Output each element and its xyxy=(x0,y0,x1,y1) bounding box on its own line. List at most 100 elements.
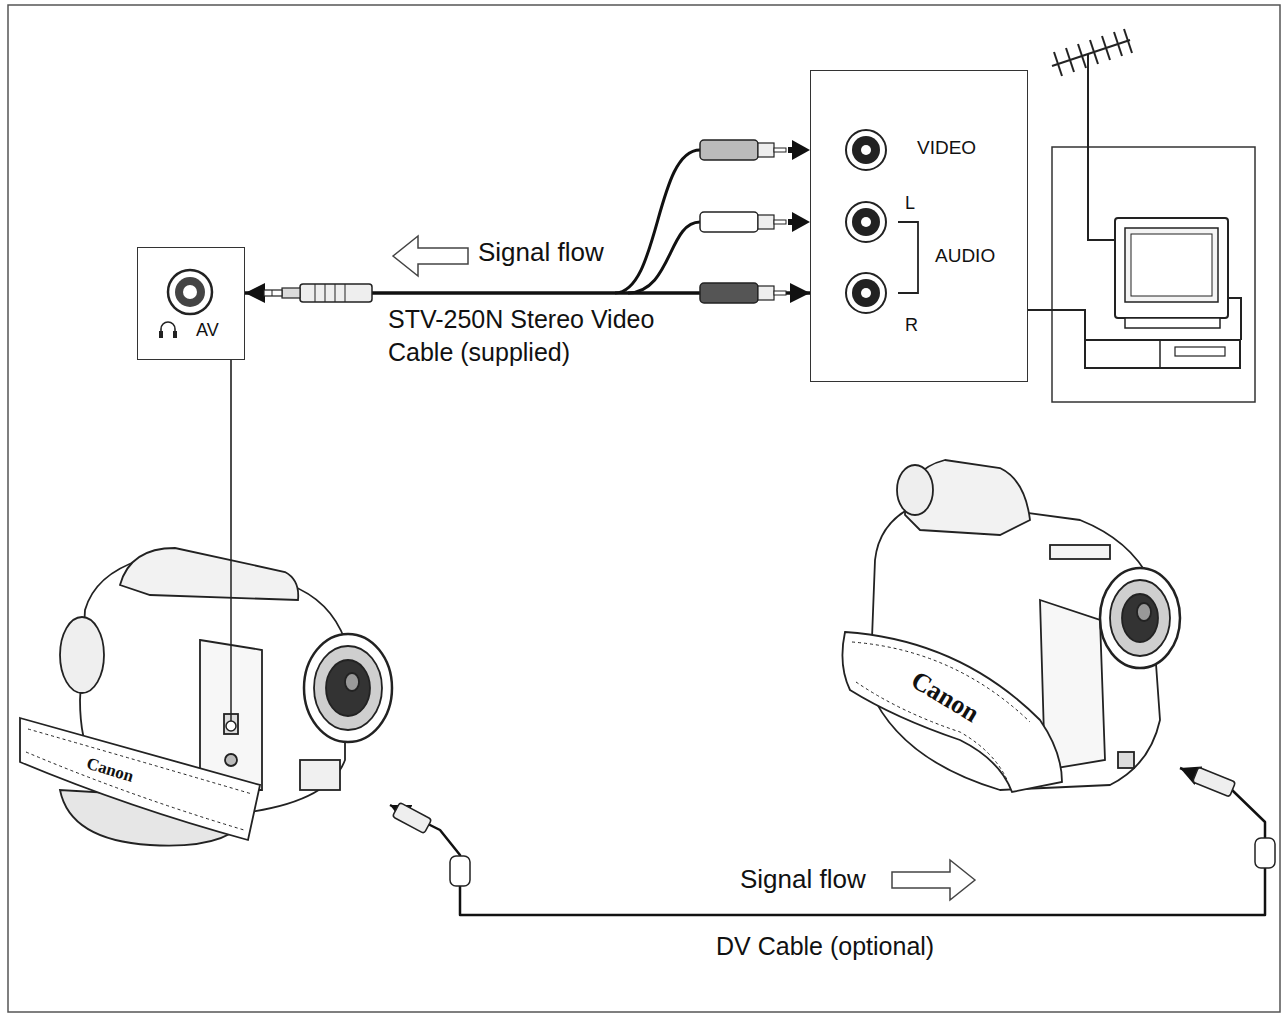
mini-plug xyxy=(300,284,372,302)
camcorder-part xyxy=(1050,545,1110,559)
camcorder-part xyxy=(300,760,340,790)
leader-line xyxy=(226,540,236,731)
terminal-label: R xyxy=(905,315,918,336)
camcorder-part xyxy=(326,660,370,716)
camcorder-part xyxy=(20,718,260,840)
headphone-symbol xyxy=(161,322,175,337)
dv-cable xyxy=(390,768,1265,915)
av-jack xyxy=(168,270,212,314)
headphone-symbol xyxy=(173,331,177,338)
rca-plug xyxy=(700,140,786,303)
camcorder-part xyxy=(897,465,933,515)
terminal-label: AUDIO xyxy=(935,245,995,267)
rca-branch-cable xyxy=(615,150,700,293)
headphone-symbol xyxy=(159,331,163,338)
camcorder-part xyxy=(1118,752,1134,768)
camcorder-outline xyxy=(20,548,392,846)
terminal-label: VIDEO xyxy=(917,137,976,159)
camcorder-outline xyxy=(842,460,1180,792)
cable-name: DV Cable (optional) xyxy=(716,930,996,963)
rca-jack xyxy=(852,136,880,164)
rca-plug xyxy=(774,291,786,295)
rca-jack xyxy=(846,130,886,170)
tv-vcr-set xyxy=(1052,147,1255,402)
dv-plug xyxy=(1255,838,1275,868)
dv-plug xyxy=(1192,767,1235,797)
antenna xyxy=(1090,40,1098,64)
rca-jack xyxy=(852,279,880,307)
av-terminal-box: AV xyxy=(137,247,245,360)
tv-vcr-set xyxy=(1028,310,1085,348)
insertion-arrow xyxy=(788,147,794,153)
camcorder-part xyxy=(200,640,262,790)
camcorder-part xyxy=(842,632,1062,792)
signal-flow-arrow xyxy=(393,236,468,276)
antenna xyxy=(1124,29,1132,53)
signal-flow-arrow xyxy=(892,860,975,900)
tv-vcr-set xyxy=(1115,218,1228,318)
frame xyxy=(8,5,1280,1012)
mini-plug xyxy=(335,284,336,302)
tv-vcr-set xyxy=(1085,340,1240,368)
camcorder-part xyxy=(314,646,382,730)
rca-jack xyxy=(846,202,886,242)
mini-plug xyxy=(272,290,273,296)
tv-vcr-set xyxy=(1125,228,1218,302)
rca-plug xyxy=(774,220,786,224)
mini-plug xyxy=(264,284,372,302)
av-jack xyxy=(175,277,205,307)
camcorder-part xyxy=(60,617,104,693)
dv-plug xyxy=(392,802,431,833)
camcorder-part xyxy=(120,548,298,600)
rca-jack xyxy=(852,208,880,236)
camcorder: Canon xyxy=(840,452,1180,792)
insertion-arrow xyxy=(792,140,810,160)
tv-vcr-set xyxy=(1228,298,1241,340)
camcorder: Canon xyxy=(15,540,390,850)
rca-plug xyxy=(700,212,758,232)
dv-plug xyxy=(450,856,470,886)
av-cable xyxy=(245,291,810,295)
leader-line xyxy=(226,721,236,731)
camcorder-part xyxy=(345,673,359,691)
camcorder-part xyxy=(1100,568,1180,668)
antenna xyxy=(1102,36,1110,60)
audio-bracket xyxy=(898,222,918,293)
rca-plug xyxy=(700,283,758,303)
rca-jack xyxy=(861,217,871,227)
antenna xyxy=(1052,40,1130,66)
rca-jack xyxy=(861,145,871,155)
rca-plug xyxy=(758,143,774,157)
tv-vcr-set xyxy=(1175,347,1225,356)
camcorder-part xyxy=(1137,603,1151,621)
rca-jack xyxy=(846,130,886,313)
camcorder-part xyxy=(1122,594,1158,642)
terminal-label: L xyxy=(905,193,915,214)
input-terminal-panel: VIDEO L AUDIO R xyxy=(810,70,1028,382)
tv-vcr-set xyxy=(1159,340,1161,368)
leader-line xyxy=(230,360,232,540)
rca-plug xyxy=(774,148,786,152)
mini-plug xyxy=(282,288,300,298)
antenna xyxy=(1088,54,1115,240)
cable-name: STV-250N Stereo Video Cable (supplied) xyxy=(388,303,706,368)
mini-plug xyxy=(345,284,346,302)
rca-branch-cable xyxy=(628,222,700,293)
camcorder-part xyxy=(28,729,252,794)
antenna xyxy=(1114,32,1122,56)
tv-vcr-set xyxy=(1028,147,1255,402)
camcorder-part xyxy=(224,714,238,734)
terminal-label: AV xyxy=(196,320,219,341)
insertion-arrow xyxy=(788,219,794,225)
av-jack xyxy=(183,285,197,299)
camcorder-illustration xyxy=(15,540,390,850)
leader-line xyxy=(230,540,232,722)
insertion-arrow xyxy=(788,140,810,232)
rca-plug xyxy=(700,140,758,160)
rca-jack xyxy=(846,273,886,313)
tv-vcr-set xyxy=(1125,318,1220,328)
rca-plug xyxy=(758,215,774,229)
camcorder-part xyxy=(1110,580,1170,656)
